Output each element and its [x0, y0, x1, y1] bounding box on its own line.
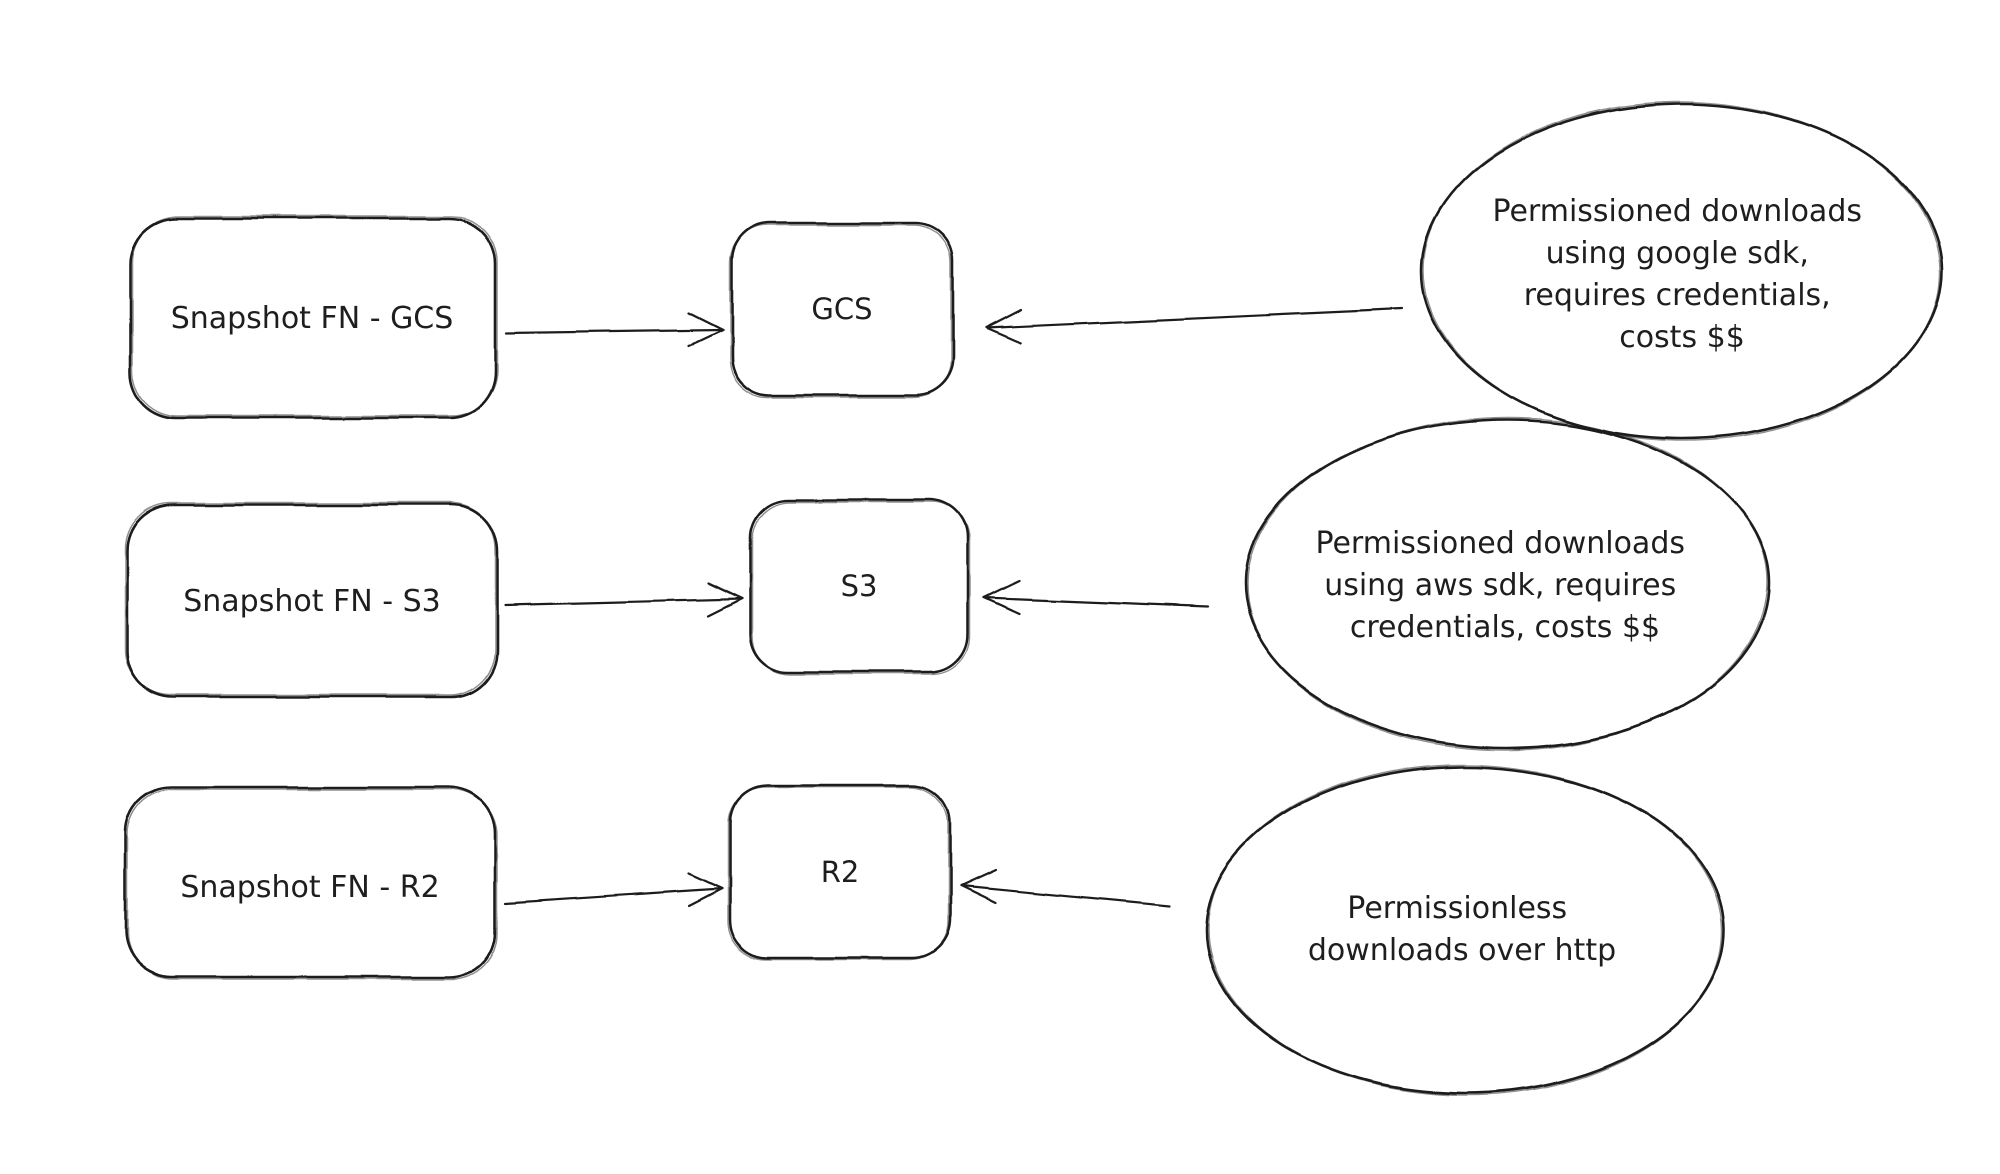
source-box-gcs-echo	[131, 215, 498, 417]
note-ellipse-gcs	[1420, 101, 1944, 441]
note-ellipse-r2-echo	[1207, 764, 1723, 1096]
target-box-r2-echo	[727, 785, 949, 961]
row-r2	[123, 764, 1726, 1096]
note-gcs-line-4: costs $$	[1619, 320, 1745, 355]
source-box-gcs-label: Snapshot FN - GCS	[171, 301, 454, 336]
note-ellipse-s3-shape	[1243, 418, 1771, 750]
arrow-source-to-s3	[503, 581, 744, 618]
note-ellipse-gcs-shape	[1420, 102, 1944, 440]
source-box-r2-label: Snapshot FN - R2	[180, 870, 439, 905]
note-s3-line-2: using aws sdk, requires	[1324, 568, 1676, 603]
target-box-r2	[727, 783, 952, 961]
note-s3-text: Permissioned downloads using aws sdk, re…	[1315, 526, 1694, 645]
note-ellipse-gcs-echo	[1423, 101, 1941, 441]
arrow-note-to-gcs	[984, 307, 1404, 345]
arrow-note-to-r2	[958, 868, 1172, 908]
target-box-r2-shape	[728, 783, 952, 960]
note-r2-line-1: Permissionless	[1347, 891, 1567, 926]
row-s3	[124, 417, 1771, 751]
note-s3-line-1: Permissioned downloads	[1315, 526, 1685, 561]
target-box-s3-echo	[751, 501, 971, 675]
arrow-source-to-r2	[503, 872, 724, 908]
source-box-s3-shape	[125, 503, 499, 699]
note-r2-text: Permissionless downloads over http	[1308, 891, 1616, 968]
note-ellipse-r2-shape	[1204, 765, 1726, 1095]
note-gcs-line-3: requires credentials,	[1524, 278, 1831, 313]
target-box-s3-label: S3	[841, 569, 878, 603]
arrow-note-to-s3	[982, 579, 1210, 616]
source-box-s3-label: Snapshot FN - S3	[183, 584, 441, 619]
source-box-s3	[124, 502, 499, 699]
source-box-gcs	[128, 215, 498, 420]
source-box-gcs-shape	[128, 216, 497, 420]
sketch-layer	[123, 101, 1944, 1096]
note-ellipse-s3	[1243, 417, 1771, 751]
note-gcs-line-2: using google sdk,	[1546, 236, 1809, 271]
target-box-gcs-shape	[730, 221, 955, 397]
row-gcs	[128, 101, 1944, 441]
target-box-s3	[748, 498, 971, 675]
arrow-source-to-gcs	[504, 311, 724, 348]
source-box-r2	[123, 785, 498, 980]
target-box-gcs-echo	[729, 224, 952, 398]
target-box-r2-label: R2	[821, 855, 860, 889]
note-ellipse-s3-echo	[1246, 417, 1768, 751]
source-box-r2-echo	[126, 788, 498, 980]
note-s3-line-3: credentials, costs $$	[1350, 610, 1660, 645]
target-box-gcs	[729, 221, 955, 398]
note-ellipse-r2	[1204, 764, 1726, 1096]
target-box-s3-shape	[748, 498, 970, 674]
note-r2-line-2: downloads over http	[1308, 933, 1616, 968]
note-gcs-line-1: Permissioned downloads	[1492, 194, 1862, 229]
note-gcs-text: Permissioned downloads using google sdk,…	[1492, 194, 1871, 355]
target-box-gcs-label: GCS	[811, 292, 872, 326]
source-box-r2-shape	[123, 785, 497, 979]
source-box-s3-echo	[124, 502, 496, 696]
label-layer: Snapshot FN - GCS GCS Permissioned downl…	[171, 194, 1871, 968]
